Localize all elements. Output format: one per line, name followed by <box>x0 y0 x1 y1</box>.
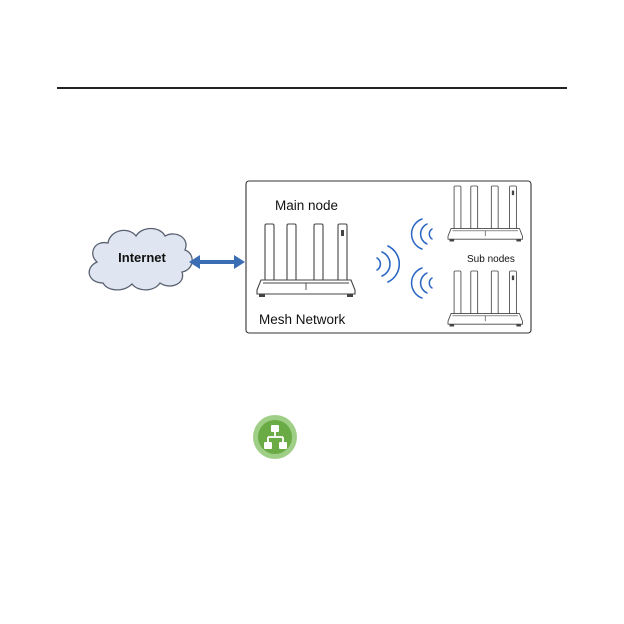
signal-waves-sub-bottom <box>412 268 432 298</box>
bidirectional-arrow <box>189 255 245 269</box>
sub-router-top <box>448 186 522 241</box>
signal-waves-main <box>377 246 399 282</box>
main-router <box>257 224 355 297</box>
mesh-network-icon <box>252 414 298 460</box>
sub-nodes-label: Sub nodes <box>467 254 515 265</box>
mesh-network-label: Mesh Network <box>259 312 346 327</box>
main-node-label: Main node <box>275 198 338 213</box>
sub-router-bottom <box>448 271 522 326</box>
internet-cloud: Internet <box>89 229 192 290</box>
signal-waves-sub-top <box>412 219 432 249</box>
internet-label: Internet <box>118 250 166 265</box>
